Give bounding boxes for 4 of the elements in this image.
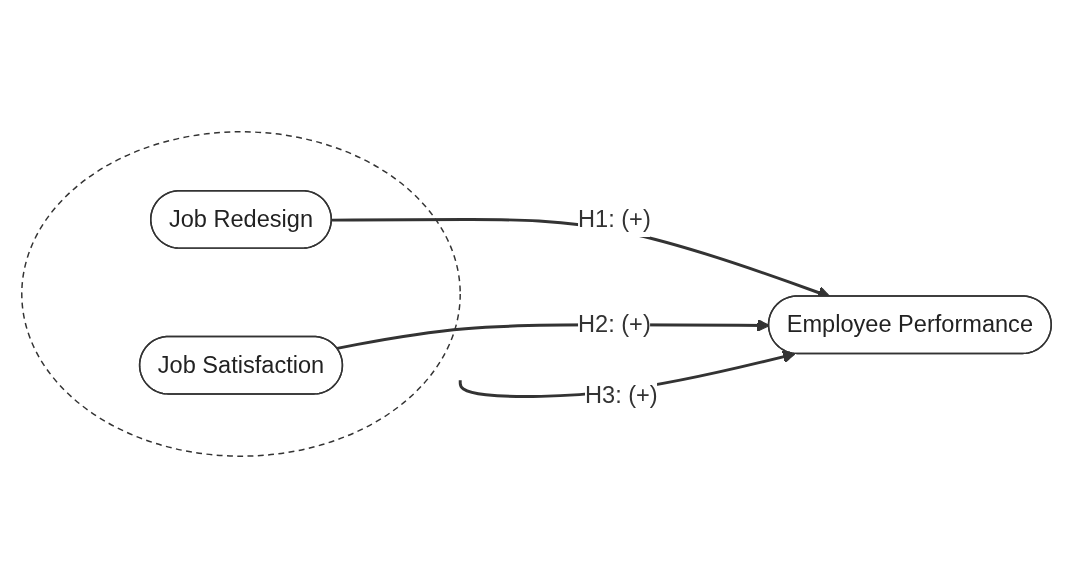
- edge-label: H1: (+): [578, 206, 651, 232]
- edge-label: H2: (+): [578, 311, 651, 337]
- dashed-circle: [21, 131, 461, 457]
- edge-label: H3: (+): [585, 382, 658, 408]
